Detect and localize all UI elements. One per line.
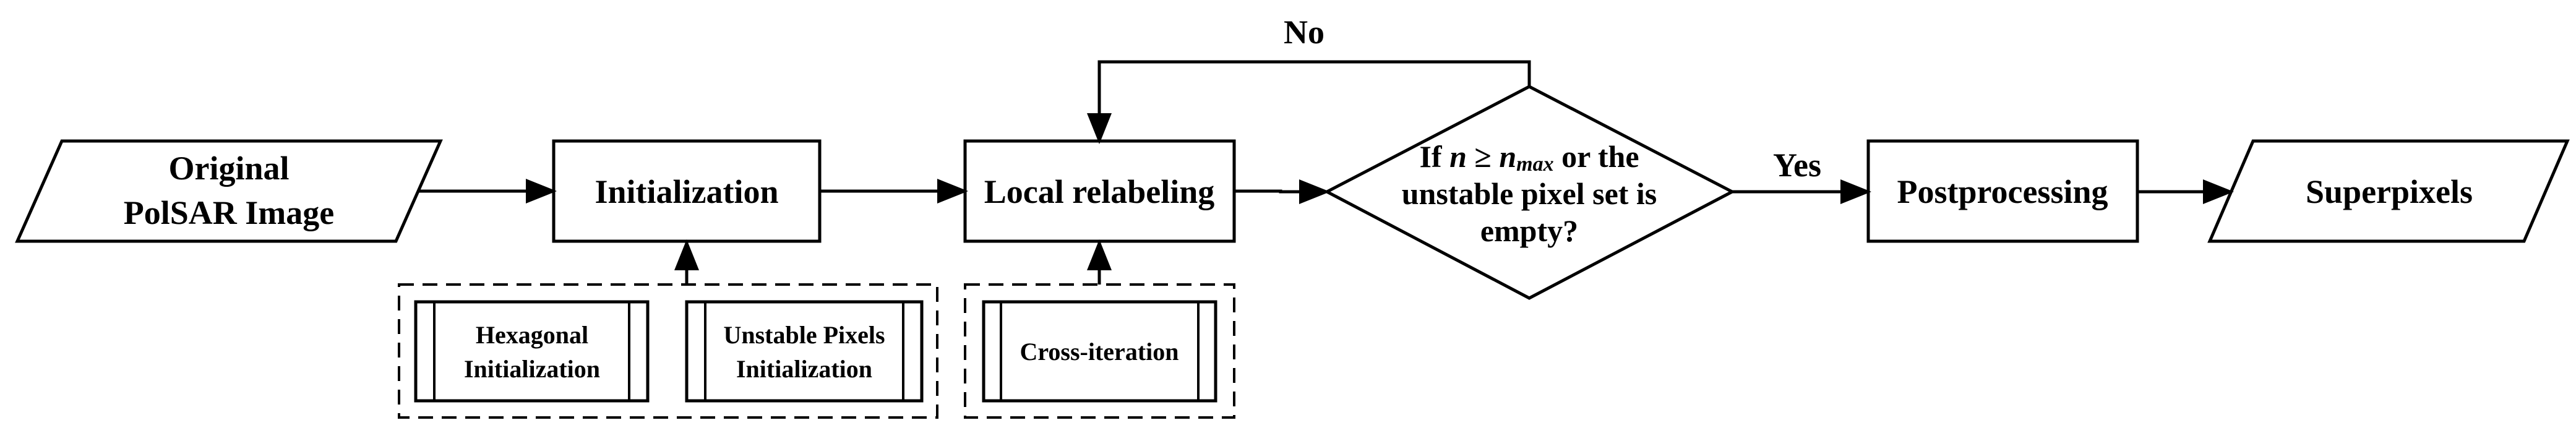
edge-label-no: No bbox=[1284, 14, 1324, 51]
decision-line2: unstable pixel set is bbox=[1402, 176, 1657, 211]
postprocessing-label: Postprocessing bbox=[1897, 173, 2108, 210]
initialization-label: Initialization bbox=[595, 173, 778, 210]
superpixels-label: Superpixels bbox=[2306, 173, 2473, 210]
hexagonal-initialization-box: Hexagonal Initialization bbox=[414, 300, 650, 403]
original-image-node: Original PolSAR Image bbox=[15, 139, 443, 243]
unstable-pixels-initialization-box: Unstable Pixels Initialization bbox=[685, 300, 924, 403]
arrow-decision-no-loop bbox=[1087, 60, 1531, 144]
superpixels-node: Superpixels bbox=[2207, 139, 2570, 243]
initialization-node: Initialization bbox=[552, 139, 822, 243]
cross-iteration-label: Cross-iteration bbox=[1020, 338, 1179, 366]
edge-label-yes: Yes bbox=[1773, 147, 1821, 184]
decision-line3: empty? bbox=[1480, 213, 1578, 248]
original-image-label-line1: Original bbox=[168, 150, 289, 187]
cross-iteration-box: Cross-iteration bbox=[982, 300, 1217, 403]
decision-line1: If n ≥ nmax or the bbox=[1419, 139, 1639, 176]
local-relabeling-label: Local relabeling bbox=[984, 173, 1215, 210]
hexagonal-label-line1: Hexagonal bbox=[476, 321, 588, 349]
local-relabeling-node: Local relabeling bbox=[963, 139, 1236, 243]
hexagonal-label-line2: Initialization bbox=[464, 355, 600, 383]
arrow-relabeling-to-decision bbox=[1234, 179, 1330, 204]
unstable-label-line2: Initialization bbox=[736, 355, 872, 383]
initialization-subprocess-group: Hexagonal Initialization Unstable Pixels… bbox=[398, 283, 938, 419]
decision-node: If n ≥ nmax or the unstable pixel set is… bbox=[1323, 85, 1736, 300]
postprocessing-node: Postprocessing bbox=[1866, 139, 2139, 243]
unstable-label-line1: Unstable Pixels bbox=[723, 321, 885, 349]
original-image-label-line2: PolSAR Image bbox=[124, 194, 334, 231]
relabeling-subprocess-group: Cross-iteration bbox=[964, 283, 1235, 419]
